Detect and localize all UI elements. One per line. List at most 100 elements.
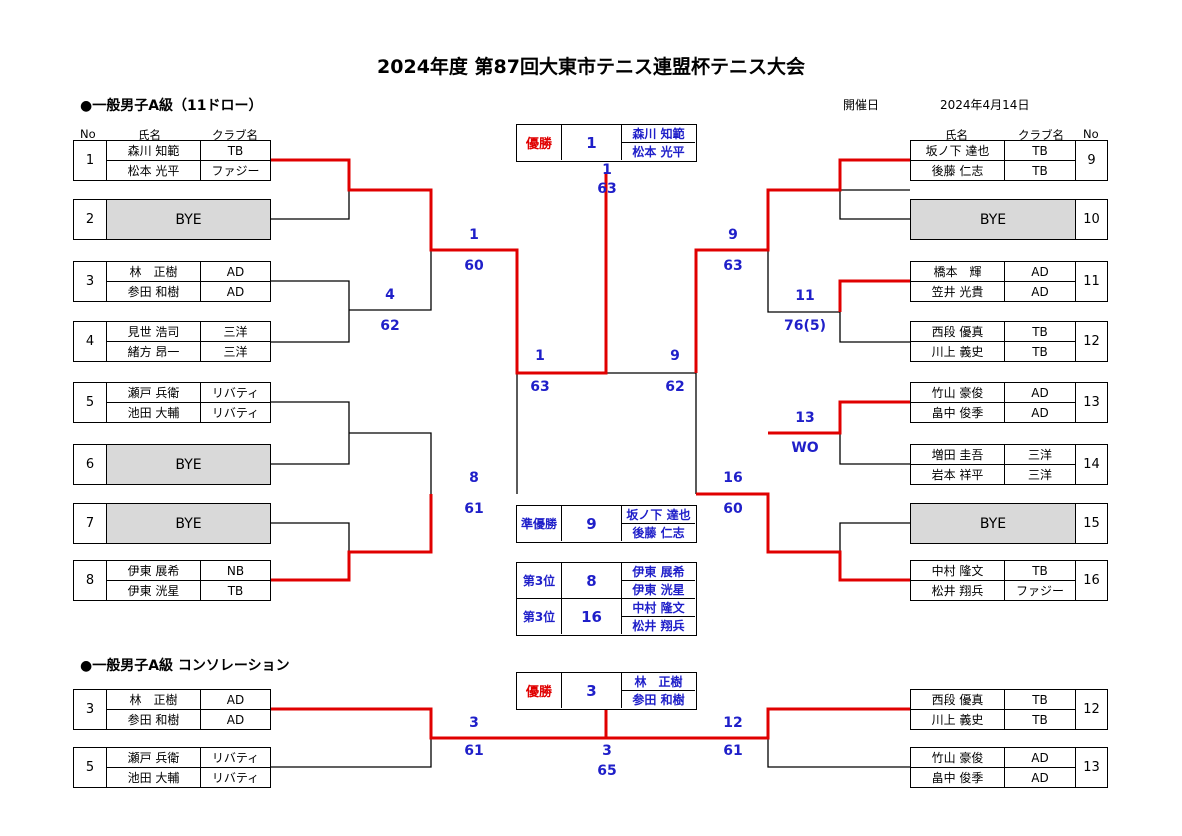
player-name: 竹山 豪俊 xyxy=(910,382,1005,403)
champion-label: 優勝 xyxy=(517,125,562,160)
score-value: 63 xyxy=(723,258,743,274)
bye-slot: BYE xyxy=(106,199,271,240)
third-a-label: 第3位 xyxy=(517,563,562,599)
score-value: 61 xyxy=(464,501,484,517)
player-name: 伊東 展希 xyxy=(106,560,201,581)
third-a-player-1: 伊東 展希 xyxy=(622,563,695,581)
bye-slot: BYE xyxy=(106,503,271,544)
entry-no: 15 xyxy=(1075,503,1108,544)
player-name: 参田 和樹 xyxy=(106,709,201,730)
champion-box: 優勝 1 森川 知範 松本 光平 xyxy=(516,124,697,162)
third-b-label: 第3位 xyxy=(517,599,562,634)
club-name: リバティ xyxy=(200,747,271,768)
cons-champion-player-2: 参田 和樹 xyxy=(632,693,685,707)
club-name: TB xyxy=(1004,160,1076,181)
player-name: 緒方 昂一 xyxy=(106,341,201,362)
club-name: AD xyxy=(1004,402,1076,423)
champion-no: 1 xyxy=(562,125,622,160)
win-path-13 xyxy=(768,400,910,435)
score-value: 63 xyxy=(597,181,617,197)
header-name-left: 氏名 xyxy=(138,128,161,142)
player-name: 瀬戸 兵衛 xyxy=(106,382,201,403)
header-club-right: クラブ名 xyxy=(1018,128,1064,142)
entry-no: 16 xyxy=(1075,560,1108,601)
win-path-9 xyxy=(694,158,910,373)
third-b-player-2: 松井 翔兵 xyxy=(632,619,685,633)
player-name: 畠中 俊季 xyxy=(910,402,1005,423)
club-name: AD xyxy=(200,281,271,302)
club-name: TB xyxy=(200,140,271,161)
club-name: TB xyxy=(1004,140,1076,161)
bye-slot: BYE xyxy=(910,199,1076,240)
club-name: リバティ xyxy=(200,402,271,423)
third-a-no: 8 xyxy=(562,563,622,599)
player-name: 瀬戸 兵衛 xyxy=(106,747,201,768)
cons-win-path-12 xyxy=(606,707,910,740)
club-name: TB xyxy=(200,580,271,601)
line-r-bye10 xyxy=(839,189,910,220)
win-path-16 xyxy=(696,492,910,582)
player-name: 中村 隆文 xyxy=(910,560,1005,581)
entry-no: 12 xyxy=(1075,321,1108,362)
player-name: 岩本 祥平 xyxy=(910,464,1005,485)
entry-no: 1 xyxy=(73,140,107,181)
entry-no: 12 xyxy=(1075,689,1108,730)
entry-no: 13 xyxy=(1075,382,1108,423)
player-name: 川上 義史 xyxy=(910,709,1005,730)
line-r-bye15 xyxy=(839,522,910,552)
club-name: 三洋 xyxy=(1004,464,1076,485)
entry-no: 10 xyxy=(1075,199,1108,240)
player-name: 増田 圭吾 xyxy=(910,444,1005,465)
player-name: 笠井 光貴 xyxy=(910,281,1005,302)
score-winner: 9 xyxy=(728,227,738,243)
runner-up-player-2: 後藤 仁志 xyxy=(632,526,685,540)
player-name: 林 正樹 xyxy=(106,689,201,710)
line-l-r1b xyxy=(349,432,432,494)
club-name: AD xyxy=(1004,747,1076,768)
player-name: 見世 浩司 xyxy=(106,321,201,342)
win-path-8 xyxy=(271,494,433,582)
line-l-r1a xyxy=(349,250,432,311)
date-value: 2024年4月14日 xyxy=(940,98,1030,112)
entry-no: 3 xyxy=(73,261,107,302)
club-name: NB xyxy=(200,560,271,581)
score-value: 63 xyxy=(530,379,550,395)
champion-player-1: 森川 知範 xyxy=(622,125,695,143)
line-r-r1a-b xyxy=(767,250,840,313)
score-value: 76(5) xyxy=(783,318,827,334)
entry-no: 4 xyxy=(73,321,107,362)
player-name: 林 正樹 xyxy=(106,261,201,282)
score-winner: 3 xyxy=(602,743,612,759)
player-name: 松井 翔兵 xyxy=(910,580,1005,601)
entry-no: 5 xyxy=(73,382,107,423)
bye-slot: BYE xyxy=(910,503,1076,544)
score-value: 60 xyxy=(464,258,484,274)
score-winner: 8 xyxy=(469,470,479,486)
score-value: WO xyxy=(791,440,819,456)
consolation-champion-box: 優勝 3 林 正樹 参田 和樹 xyxy=(516,672,697,710)
entry-no: 7 xyxy=(73,503,107,544)
win-path-1 xyxy=(271,158,608,375)
entry-no: 8 xyxy=(73,560,107,601)
player-name: 竹山 豪俊 xyxy=(910,747,1005,768)
entry-no: 3 xyxy=(73,689,107,730)
score-winner: 1 xyxy=(602,162,612,178)
section-main-title: ●一般男子A級（11ドロー） xyxy=(80,98,263,114)
club-name: ファジー xyxy=(200,160,271,181)
header-name-right: 氏名 xyxy=(945,128,968,142)
cons-win-path-3 xyxy=(271,707,608,740)
line-r-e12 xyxy=(839,312,910,343)
entry-no: 13 xyxy=(1075,747,1108,788)
player-name: 川上 義史 xyxy=(910,341,1005,362)
third-b-player-1: 中村 隆文 xyxy=(622,599,695,617)
club-name: TB xyxy=(1004,709,1076,730)
score-value: 62 xyxy=(665,379,685,395)
club-name: TB xyxy=(1004,321,1076,342)
line-l-e5 xyxy=(271,401,350,433)
score-winner: 13 xyxy=(795,410,815,426)
club-name: TB xyxy=(1004,689,1076,710)
player-name: 西段 優真 xyxy=(910,321,1005,342)
player-name: 池田 大輔 xyxy=(106,402,201,423)
score-winner: 16 xyxy=(723,470,743,486)
header-no-right: No xyxy=(1083,127,1099,141)
